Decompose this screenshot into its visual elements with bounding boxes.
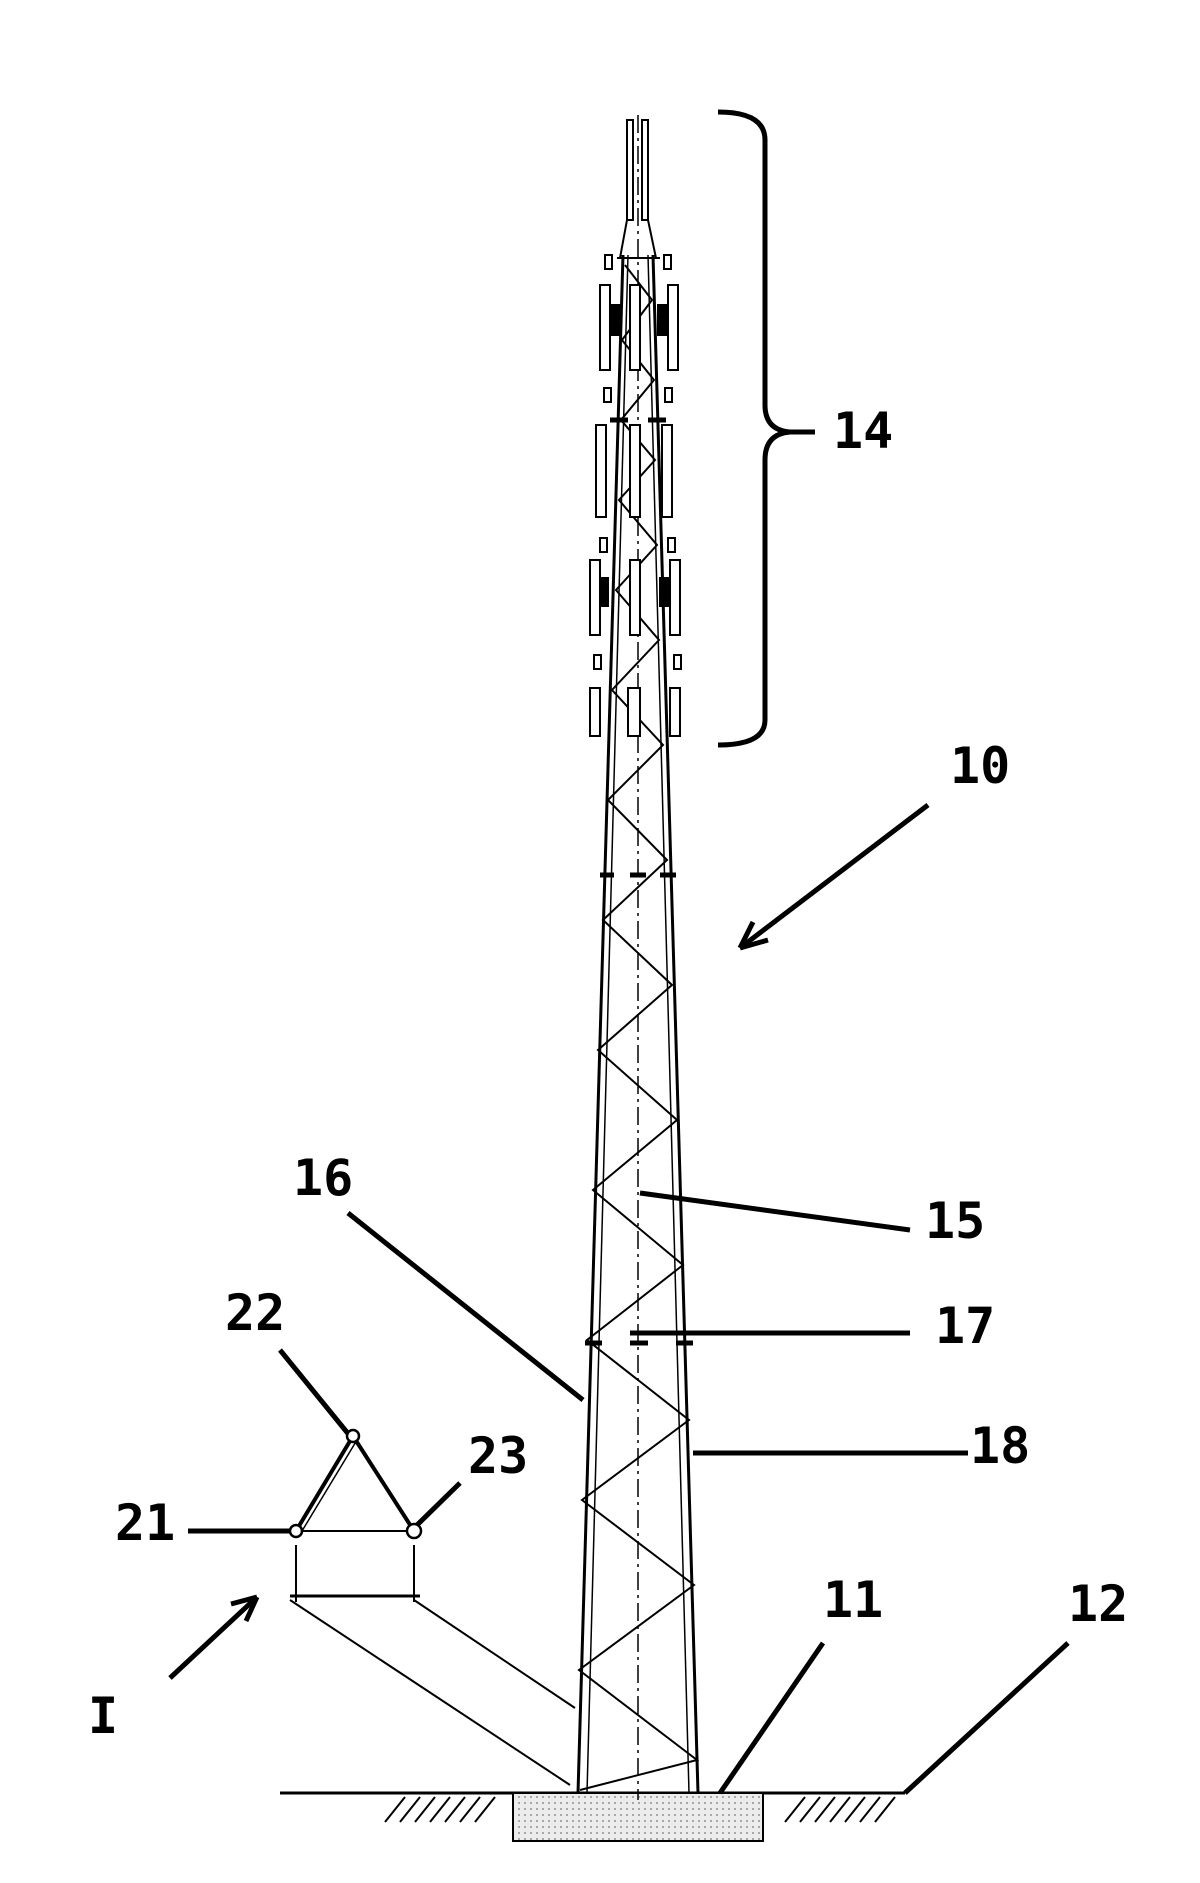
label-node-right: 23 [468,1427,528,1485]
label-leg-outer: 18 [970,1417,1030,1475]
detail-triangle [288,1428,423,1540]
label-flange-joint: 17 [935,1297,995,1355]
foundation-block [512,1792,764,1842]
tower-arrow [737,803,930,951]
leader-lines [188,1190,1070,1795]
ground-hatch-left [384,1796,496,1823]
label-diagonal-brace: 15 [925,1192,985,1250]
label-node-left: 21 [115,1494,175,1552]
label-foundation: 11 [823,1571,883,1629]
detail-dimension [289,1545,576,1786]
tower-legs [576,254,700,1794]
label-ground: 12 [1068,1575,1128,1633]
label-node-top: 22 [225,1284,285,1342]
label-leg: 16 [293,1149,353,1207]
flange-joints [585,417,693,1346]
label-tower: 10 [950,737,1010,795]
ground-hatch-right [784,1796,896,1823]
label-antenna-section: 14 [833,402,893,460]
antenna-panels [589,254,682,737]
label-section-marker: I [88,1687,118,1745]
antenna-section-brace [717,109,791,748]
section-arrow [168,1594,260,1680]
top-mast [617,119,660,259]
